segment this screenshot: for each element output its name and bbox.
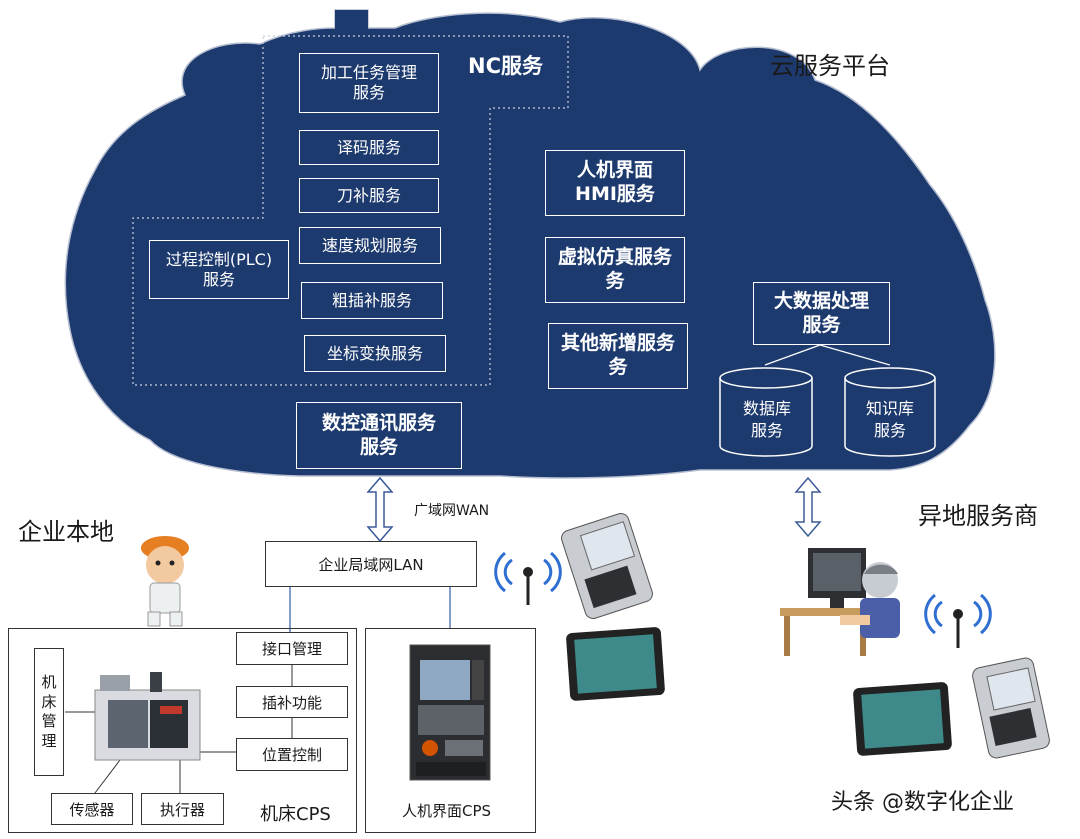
hmi-panel-image bbox=[409, 644, 491, 781]
watermark: 头条 @数字化企业 bbox=[831, 790, 1014, 815]
nc-dotted-region bbox=[132, 35, 569, 386]
mobile-phone-image bbox=[561, 513, 653, 619]
knowledge-base-cylinder bbox=[844, 367, 936, 457]
tool-compensation-service: 刀补服务 bbox=[299, 178, 439, 213]
wan-double-arrow bbox=[366, 476, 394, 543]
hmi-cps-frame bbox=[365, 628, 536, 833]
decode-service: 译码服务 bbox=[299, 130, 439, 165]
hmi-cps-label: 人机界面CPS bbox=[402, 802, 492, 820]
database-cylinder bbox=[719, 367, 813, 457]
database-service-label: 数据库 服务 bbox=[742, 399, 791, 440]
remote-engineer-image bbox=[780, 548, 900, 656]
position-control-box: 位置控制 bbox=[236, 738, 348, 771]
hmi-service: 人机界面 HMI服务 bbox=[545, 150, 685, 216]
tablet-image bbox=[853, 682, 952, 756]
rough-interpolation-service: 粗插补服务 bbox=[301, 282, 443, 319]
machine-management-box: 机 床 管 理 bbox=[34, 648, 64, 776]
nc-service-label: NC服务 bbox=[468, 54, 543, 78]
lan-box: 企业局域网LAN bbox=[265, 541, 477, 587]
nc-communication-service: 数控通讯服务 服务 bbox=[296, 402, 462, 469]
remote-provider-title: 异地服务商 bbox=[918, 502, 1038, 530]
speed-planning-service: 速度规划服务 bbox=[299, 227, 441, 264]
coordinate-transform-service: 坐标变换服务 bbox=[304, 335, 446, 372]
plc-service: 过程控制(PLC) 服务 bbox=[149, 240, 289, 299]
other-new-services: 其他新增服务 务 bbox=[548, 323, 688, 389]
big-data-service: 大数据处理 服务 bbox=[753, 282, 890, 345]
interpolation-function-box: 插补功能 bbox=[236, 686, 348, 718]
enterprise-local-title: 企业本地 bbox=[18, 518, 114, 546]
machine-cps-frame bbox=[8, 628, 357, 833]
worker-avatar-image bbox=[141, 536, 189, 627]
machine-cps-label: 机床CPS bbox=[260, 804, 331, 825]
tablet-image bbox=[566, 627, 665, 701]
wifi-icon bbox=[924, 593, 992, 648]
remote-double-arrow bbox=[794, 476, 822, 538]
actuator-box: 执行器 bbox=[141, 793, 224, 825]
wan-label: 广域网WAN bbox=[414, 503, 490, 519]
sensor-box: 传感器 bbox=[51, 793, 133, 825]
wifi-icon bbox=[494, 551, 562, 605]
cloud-platform-title: 云服务平台 bbox=[770, 52, 890, 80]
mobile-phone-image bbox=[972, 657, 1050, 759]
interface-management-box: 接口管理 bbox=[236, 632, 348, 665]
task-management-service: 加工任务管理 服务 bbox=[299, 53, 439, 113]
virtual-simulation-service: 虚拟仿真服务 务 bbox=[545, 237, 685, 303]
knowledge-base-service-label: 知识库 服务 bbox=[865, 399, 914, 440]
cnc-machine-image bbox=[94, 672, 201, 761]
machine-management-label: 机 床 管 理 bbox=[41, 673, 57, 750]
